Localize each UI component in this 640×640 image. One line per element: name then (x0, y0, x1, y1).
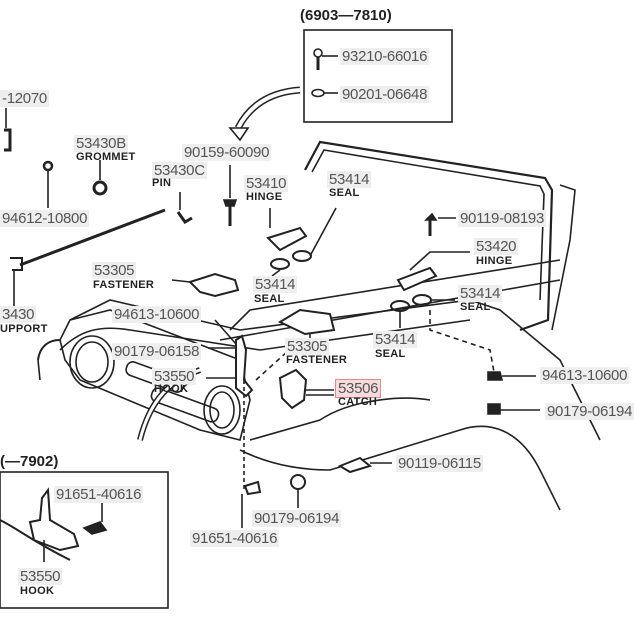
grille (59, 309, 251, 441)
part-number-53414-a[interactable]: 53414 (327, 171, 372, 188)
support-rod (19, 208, 166, 267)
part-number-53414-b[interactable]: 53414 (253, 276, 298, 293)
part-number-90179-06194-b[interactable]: 90179-06194 (252, 510, 342, 527)
part-number-53550[interactable]: 53550 (152, 368, 197, 385)
part-number-90119-08193[interactable]: 90119-08193 (458, 210, 547, 227)
part-number-93210[interactable]: 93210-66016 (340, 48, 430, 65)
catch-icon (278, 368, 308, 410)
inset-part-number-53550[interactable]: 53550 (18, 568, 63, 585)
part-name-hinge-right: HINGE (476, 255, 513, 267)
part-name-hook: HOOK (154, 383, 189, 395)
part-number-53420[interactable]: 53420 (474, 238, 519, 255)
part-name-seal-a: SEAL (329, 187, 360, 199)
part-number-94612[interactable]: 94612-10800 (0, 210, 90, 227)
inset-part-name-hook: HOOK (20, 585, 55, 597)
hood-panel (69, 299, 601, 441)
part-number-90119-06115[interactable]: 90119-06115 (396, 455, 483, 472)
part-number-53430c[interactable]: 53430C (152, 162, 207, 179)
part-number-53305-b[interactable]: 53305 (285, 338, 330, 355)
part-number-3430[interactable]: 3430 (0, 306, 37, 323)
part-number-91651-40616[interactable]: 91651-40616 (190, 530, 280, 547)
part-name-hinge: HINGE (246, 191, 283, 203)
part-name-catch: CATCH (338, 396, 378, 408)
part-name-seal-d: SEAL (375, 348, 406, 360)
part-number-94613-a[interactable]: 94613-10600 (112, 306, 202, 323)
part-number-53506-highlighted[interactable]: 53506 (334, 379, 382, 398)
inset-box-top (303, 29, 453, 123)
hook-icon (235, 334, 254, 398)
inset-part-number-91651[interactable]: 91651-40616 (54, 486, 144, 503)
part-number-94613-b[interactable]: 94613-10600 (540, 367, 630, 384)
part-number-53430b[interactable]: 53430B (74, 135, 128, 152)
part-number-90179-06158[interactable]: 90179-06158 (112, 343, 202, 360)
grommet-icon (92, 180, 108, 196)
part-number-53414-c[interactable]: 53414 (458, 285, 503, 302)
inset-box-bottom (0, 471, 169, 609)
hook-inset-icon (28, 487, 80, 552)
windshield-frame (304, 140, 554, 332)
part-name-seal-c: SEAL (460, 301, 491, 313)
part-number-90159[interactable]: 90159-60090 (182, 144, 272, 161)
part-number-53305-a[interactable]: 53305 (92, 262, 137, 279)
fastener-left (188, 272, 240, 298)
hinge-right (396, 266, 438, 292)
headlight-right (203, 385, 241, 435)
bolt-icon (313, 48, 323, 70)
part-name-seal-b: SEAL (254, 293, 285, 305)
hinge-left (266, 226, 308, 252)
part-number-53410[interactable]: 53410 (244, 175, 289, 192)
part-name-fastener-a: FASTENER (93, 279, 155, 291)
part-number-12070[interactable]: -12070 (0, 90, 49, 107)
part-number-53414-d[interactable]: 53414 (373, 331, 418, 348)
part-name-pin: PIN (152, 177, 172, 189)
part-name-grommet: GROMMET (76, 151, 136, 163)
part-name-fastener-b: FASTENER (286, 354, 348, 366)
seal-icon (270, 258, 290, 270)
headlight-left (69, 335, 115, 389)
washer-icon (311, 88, 325, 98)
inset-top-range: (6903—7810) (300, 7, 392, 24)
inset-bottom-range: (—7902) (0, 453, 59, 470)
fastener-right (277, 308, 336, 336)
nut-icon (487, 371, 504, 381)
part-number-90179-06194-a[interactable]: 90179-06194 (545, 403, 635, 420)
part-number-90201[interactable]: 90201-06648 (340, 86, 430, 103)
part-name-support: UPPORT (0, 323, 48, 335)
